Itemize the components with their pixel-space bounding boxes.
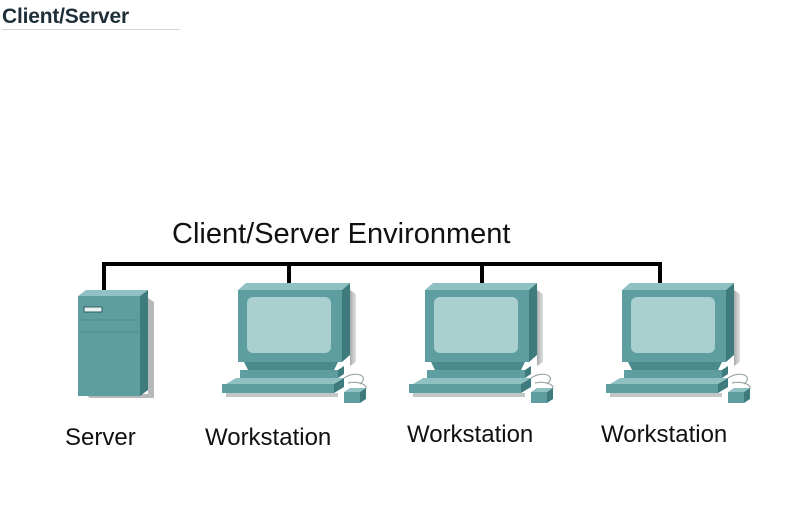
diagram-title: Client/Server Environment [172,218,511,250]
title-underline [2,29,180,30]
workstation-icon-3 [606,283,751,403]
server-label: Server [65,424,136,451]
workstation-icon-1 [222,283,367,403]
network-bus [102,262,662,292]
workstation-label-3: Workstation [601,421,728,448]
workstation-icon-2 [409,283,554,403]
page-title: Client/Server [2,5,129,28]
server-icon [78,290,154,398]
workstation-label-2: Workstation [407,421,534,448]
workstation-label-1: Workstation [205,424,332,451]
